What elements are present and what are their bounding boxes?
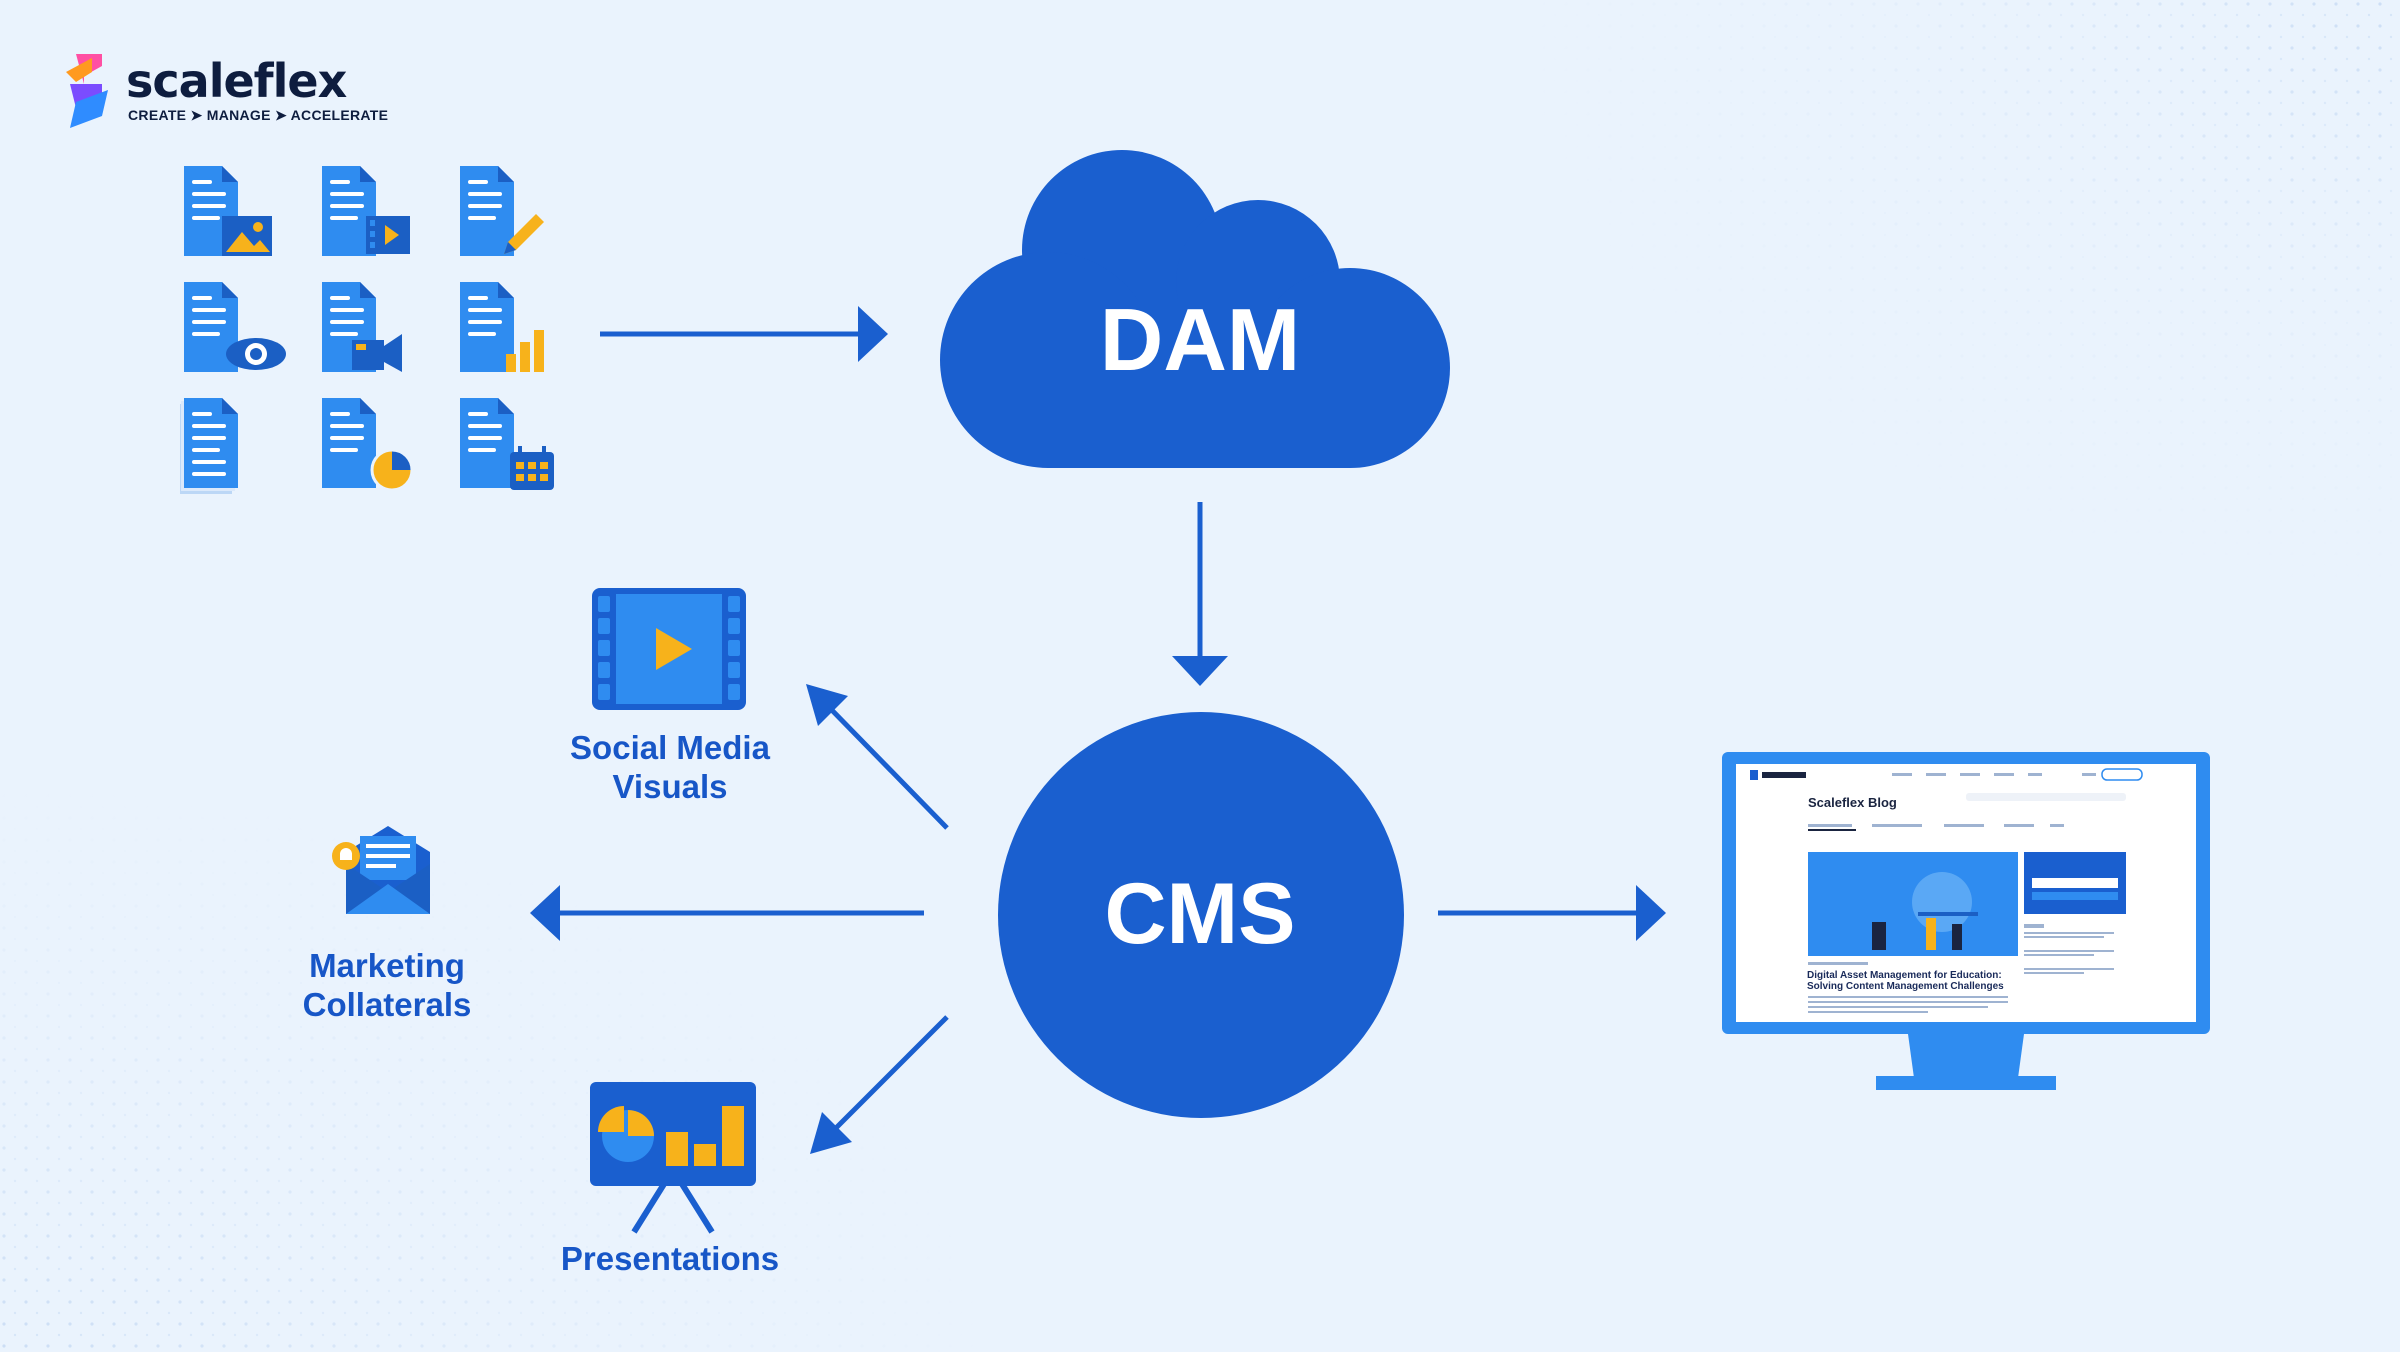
presentations-caption: Presentations bbox=[560, 1240, 780, 1277]
social-media-caption: Social Media Visuals bbox=[520, 728, 820, 806]
document-chart-icon bbox=[460, 282, 544, 372]
blog-headline-line2: Solving Content Management Challenges bbox=[1807, 981, 2004, 992]
arrow-cms-to-presentations bbox=[810, 1015, 949, 1154]
document-view-icon bbox=[184, 282, 286, 372]
arrow-cms-to-website bbox=[1438, 885, 1666, 941]
brand-name: scaleflex bbox=[126, 54, 347, 108]
arrow-cms-to-social bbox=[806, 684, 949, 830]
blog-headline-line1: Digital Asset Management for Education: bbox=[1807, 970, 2002, 981]
presentation-board-icon bbox=[590, 1082, 756, 1234]
arrow-dam-to-cms bbox=[1172, 502, 1228, 686]
document-video-icon bbox=[322, 166, 410, 256]
document-edit-icon bbox=[460, 166, 544, 256]
dam-cloud bbox=[940, 150, 1450, 468]
arrow-cms-to-marketing bbox=[530, 885, 924, 941]
document-calendar-icon bbox=[460, 398, 554, 490]
marketing-caption-line1: Marketing bbox=[309, 947, 465, 984]
marketing-caption-line2: Collaterals bbox=[302, 986, 472, 1023]
blog-preview bbox=[1750, 768, 2143, 1013]
asset-documents-grid bbox=[180, 166, 554, 494]
marketing-caption: Marketing Collaterals bbox=[237, 946, 537, 1024]
documents-stack-icon bbox=[180, 398, 238, 494]
video-player-icon bbox=[592, 588, 746, 710]
monitor-icon bbox=[1722, 752, 2210, 1090]
scaleflex-logo-icon bbox=[66, 54, 108, 128]
social-caption-line2: Visuals bbox=[612, 768, 728, 805]
social-caption-line1: Social Media bbox=[570, 729, 770, 766]
blog-headline: Digital Asset Management for Education: … bbox=[1807, 970, 2012, 992]
cms-label: CMS bbox=[1104, 866, 1296, 962]
arrow-assets-to-dam bbox=[600, 306, 888, 362]
blog-title: Scaleflex Blog bbox=[1808, 795, 1897, 810]
email-envelope-icon bbox=[332, 826, 430, 914]
document-image-icon bbox=[184, 166, 272, 256]
document-pie-icon bbox=[322, 398, 414, 492]
document-camera-icon bbox=[322, 282, 402, 372]
brand-tagline: CREATE ➤ MANAGE ➤ ACCELERATE bbox=[128, 107, 389, 123]
cms-circle bbox=[998, 712, 1404, 1118]
dam-label: DAM bbox=[1099, 290, 1301, 389]
